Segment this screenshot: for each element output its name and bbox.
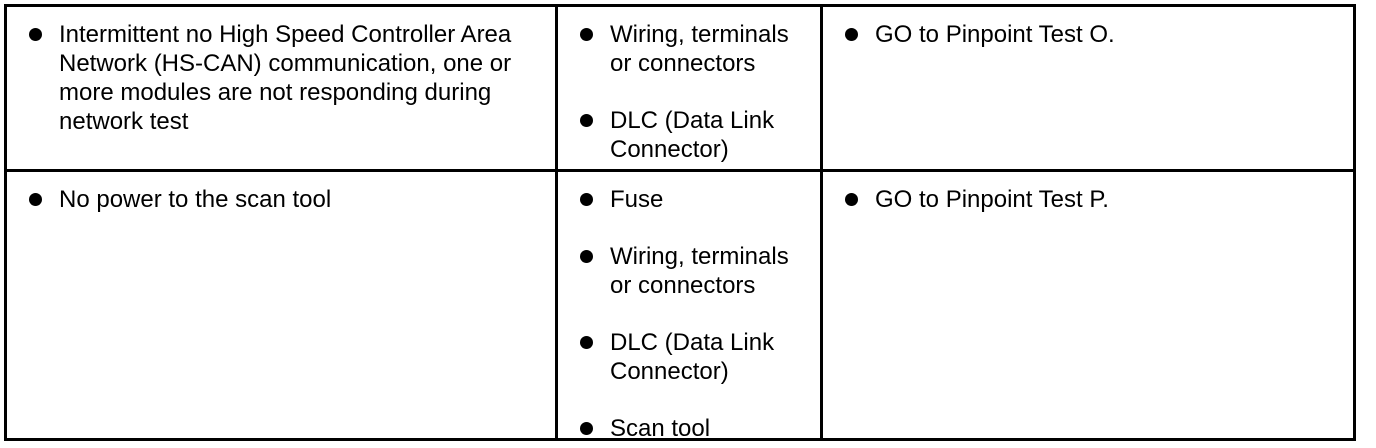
action-text: GO to Pinpoint Test P. <box>875 186 1109 213</box>
table-cell-possible-sources-row1: Wiring, terminals or connectors DLC (Dat… <box>558 7 820 169</box>
list-item: Wiring, terminals or connectors <box>558 242 820 300</box>
action-text: GO to Pinpoint Test O. <box>875 21 1115 48</box>
list-item: Intermittent no High Speed Controller Ar… <box>7 20 555 136</box>
possible-source-text: Fuse <box>610 186 664 213</box>
symptom-text: Intermittent no High Speed Controller Ar… <box>59 21 512 135</box>
bullet-icon <box>580 114 593 127</box>
table-cell-action-row2: GO to Pinpoint Test P. <box>823 172 1353 438</box>
possible-source-text: Wiring, terminals or connectors <box>610 243 789 299</box>
table-cell-possible-sources-row2: Fuse Wiring, terminals or connectors DLC… <box>558 172 820 438</box>
list-item: Fuse <box>558 185 820 214</box>
symptom-chart-table: Intermittent no High Speed Controller Ar… <box>4 4 1356 441</box>
possible-source-text: DLC (Data Link Connector) <box>610 107 775 163</box>
table-cell-action-row1: GO to Pinpoint Test O. <box>823 7 1353 169</box>
possible-source-text: Wiring, terminals or connectors <box>610 21 789 77</box>
bullet-icon <box>580 28 593 41</box>
bullet-icon <box>29 193 42 206</box>
list-item: No power to the scan tool <box>7 185 555 214</box>
possible-source-text: Scan tool <box>610 415 711 438</box>
list-item: DLC (Data Link Connector) <box>558 106 820 164</box>
bullet-icon <box>845 193 858 206</box>
possible-source-text: DLC (Data Link Connector) <box>610 329 775 385</box>
list-item: GO to Pinpoint Test P. <box>823 185 1353 214</box>
bullet-icon <box>580 422 593 435</box>
bullet-icon <box>580 193 593 206</box>
bullet-icon <box>29 28 42 41</box>
table-cell-symptom-row2: No power to the scan tool <box>7 172 555 438</box>
table-cell-symptom-row1: Intermittent no High Speed Controller Ar… <box>7 7 555 169</box>
list-item: Wiring, terminals or connectors <box>558 20 820 78</box>
list-item: DLC (Data Link Connector) <box>558 328 820 386</box>
bullet-icon <box>580 336 593 349</box>
bullet-icon <box>845 28 858 41</box>
list-item: Scan tool <box>558 414 820 438</box>
symptom-text: No power to the scan tool <box>59 186 332 213</box>
bullet-icon <box>580 250 593 263</box>
list-item: GO to Pinpoint Test O. <box>823 20 1353 49</box>
